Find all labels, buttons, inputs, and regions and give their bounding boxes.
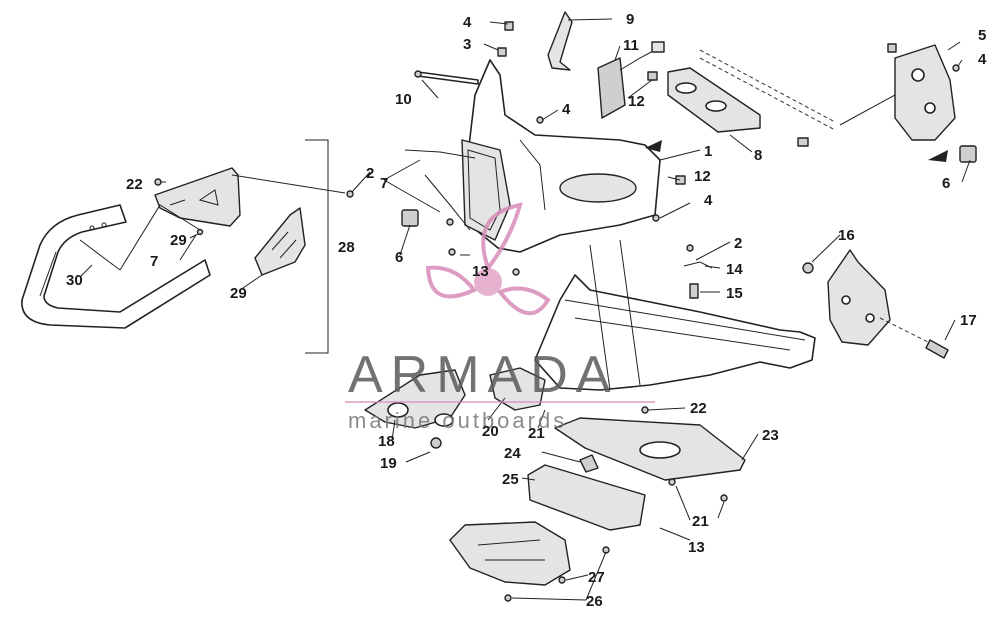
skid-plate-26: [449, 521, 571, 586]
callout-26: 26: [586, 593, 603, 610]
callout-29: 29: [170, 232, 187, 249]
right-side-parts: [827, 44, 977, 359]
callout-18: 18: [378, 433, 395, 450]
callout-13: 13: [472, 263, 489, 280]
callout-9: 9: [626, 11, 634, 28]
callout-5: 5: [978, 27, 986, 44]
windshield-9: [547, 11, 573, 71]
callout-6: 6: [942, 175, 950, 192]
steering-bracket-5: [894, 44, 956, 141]
callout-11: 11: [623, 37, 639, 54]
bolt-10: [417, 71, 479, 85]
callout-29: 29: [230, 285, 247, 302]
bushing-6-left: [401, 209, 419, 227]
hardware: [154, 21, 960, 602]
callout-23: 23: [762, 427, 779, 444]
callout-27: 27: [588, 569, 605, 586]
callout-7: 7: [380, 175, 388, 192]
bumper-bracket-right: [154, 167, 241, 227]
headlight-housing-11: [597, 57, 626, 119]
bushing-6-right: [959, 145, 977, 163]
clip-24: [579, 454, 599, 473]
callout-21: 21: [528, 425, 545, 442]
watermark-logo: [425, 202, 551, 316]
callout-30: 30: [66, 272, 83, 289]
watermark-brand: ARMADA: [348, 346, 618, 404]
callout-16: 16: [838, 227, 855, 244]
callout-2: 2: [734, 235, 742, 252]
callout-4: 4: [463, 14, 472, 31]
mount-plate-16: [827, 249, 891, 346]
callout-10: 10: [395, 91, 412, 108]
bumper-bar: [21, 204, 211, 329]
callout-12: 12: [694, 168, 711, 185]
callout-13: 13: [688, 539, 705, 556]
callout-4: 4: [978, 51, 987, 68]
callout-24: 24: [504, 445, 521, 462]
callout-2: 2: [366, 165, 374, 182]
callout-1: 1: [704, 143, 712, 160]
skid-plate-25: [527, 464, 646, 531]
callout-4: 4: [562, 101, 571, 118]
callout-22: 22: [126, 176, 143, 193]
callout-19: 19: [380, 455, 397, 472]
callout-28: 28: [338, 239, 355, 256]
callout-17: 17: [960, 312, 977, 329]
trim-plate-8: [667, 67, 761, 133]
callout-14: 14: [726, 261, 743, 278]
lower-frame: [364, 239, 816, 586]
front-frame: [461, 11, 836, 253]
bracket-28: [305, 139, 329, 354]
callout-labels: 4 9 3 11 10 12 4 8 1 12 4 7 2 6 13 22 29…: [66, 11, 987, 610]
watermark: ARMADA marine outboards: [345, 202, 655, 433]
callout-25: 25: [502, 471, 519, 488]
callout-12: 12: [628, 93, 645, 110]
bumper-assembly: [21, 139, 329, 354]
callout-6: 6: [395, 249, 403, 266]
callout-22: 22: [690, 400, 707, 417]
callout-3: 3: [463, 36, 471, 53]
callout-8: 8: [754, 147, 762, 164]
callout-21: 21: [692, 513, 709, 530]
callout-15: 15: [726, 285, 743, 302]
leader-lines: [79, 18, 971, 601]
callout-20: 20: [482, 423, 499, 440]
callout-4: 4: [704, 192, 713, 209]
callout-7: 7: [150, 253, 158, 270]
watermark-tagline: marine outboards: [348, 408, 567, 433]
bolt-17: [925, 339, 949, 359]
